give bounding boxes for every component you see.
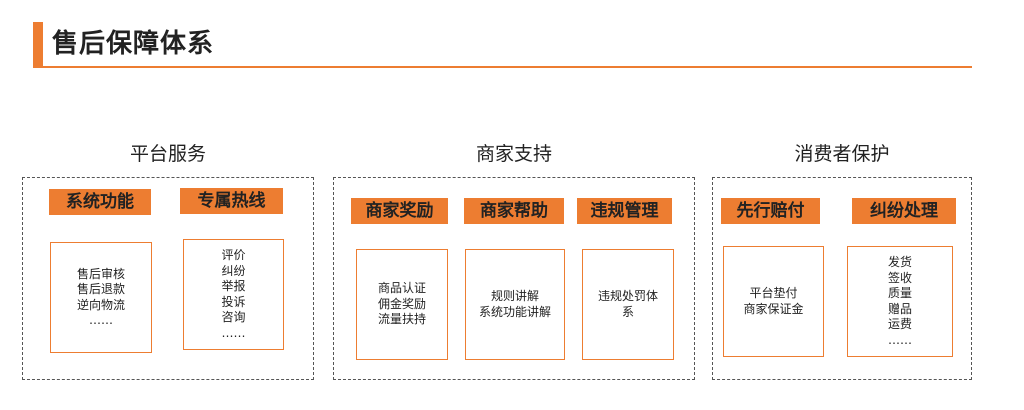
card-item: …… xyxy=(887,332,912,347)
tag-dispute-handling: 纠纷处理 xyxy=(852,198,956,224)
card-system-functions: 售后审核 售后退款 逆向物流 …… xyxy=(50,242,152,353)
card-item: 赠品 xyxy=(887,301,912,316)
tag-violation-management: 违规管理 xyxy=(577,198,672,224)
card-item: 平台垫付 xyxy=(749,286,798,300)
page-title: 售后保障体系 xyxy=(52,29,215,59)
card-dedicated-hotline: 评价 纠纷 举报 投诉 咨询 …… xyxy=(183,239,284,350)
card-item: 评价 xyxy=(221,248,246,262)
card-item: 举报 xyxy=(221,279,246,293)
section-heading-platform-service: 平台服务 xyxy=(129,143,206,165)
card-item: 商品认证 xyxy=(377,281,426,296)
card-item: …… xyxy=(221,325,246,340)
card-item: 流量扶持 xyxy=(377,312,426,327)
card-item: 售后审核 xyxy=(76,266,125,281)
card-dispute-handling: 发货 签收 质量 赠品 运费 …… xyxy=(847,246,953,357)
card-item: 咨询 xyxy=(221,310,246,324)
card-item: 发货 xyxy=(887,255,912,269)
card-item: 逆向物流 xyxy=(76,297,125,312)
card-item: 签收 xyxy=(887,270,912,285)
section-heading-merchant-support: 商家支持 xyxy=(475,143,552,165)
tag-advance-compensation: 先行赔付 xyxy=(721,198,820,224)
tag-merchant-help: 商家帮助 xyxy=(464,198,564,224)
section-group-merchant-support: 商家奖励 商家帮助 违规管理 商品认证 佣金奖励 流量扶持 规则讲解 系统功能讲… xyxy=(333,177,695,380)
section-group-platform-service: 系统功能 专属热线 售后审核 售后退款 逆向物流 …… 评价 纠纷 举报 投诉 … xyxy=(22,177,314,380)
tag-system-functions: 系统功能 xyxy=(49,189,151,215)
card-item: 纠纷 xyxy=(221,263,246,278)
tag-dedicated-hotline: 专属热线 xyxy=(180,188,283,214)
card-item: 投诉 xyxy=(221,294,246,309)
title-accent-bar xyxy=(33,22,43,66)
card-advance-compensation: 平台垫付 商家保证金 xyxy=(723,246,824,357)
section-heading-consumer-protection: 消费者保护 xyxy=(794,143,890,165)
card-merchant-help: 规则讲解 系统功能讲解 xyxy=(465,249,565,360)
tag-merchant-rewards: 商家奖励 xyxy=(351,198,448,224)
card-item: 系统功能讲解 xyxy=(478,304,551,319)
card-item: 商家保证金 xyxy=(743,301,804,316)
card-item: 违规处罚体 xyxy=(597,289,658,303)
card-item: 系 xyxy=(621,304,634,319)
title-underline xyxy=(33,66,972,68)
card-item: 售后退款 xyxy=(76,282,125,296)
card-item: 佣金奖励 xyxy=(377,296,426,311)
card-merchant-rewards: 商品认证 佣金奖励 流量扶持 xyxy=(356,249,448,360)
card-item: …… xyxy=(88,313,113,327)
card-item: 质量 xyxy=(887,286,912,300)
card-item: 运费 xyxy=(887,317,912,331)
card-item: 规则讲解 xyxy=(490,289,539,303)
card-violation-management: 违规处罚体 系 xyxy=(582,249,674,360)
section-group-consumer-protection: 先行赔付 纠纷处理 平台垫付 商家保证金 发货 签收 质量 赠品 运费 …… xyxy=(712,177,972,380)
